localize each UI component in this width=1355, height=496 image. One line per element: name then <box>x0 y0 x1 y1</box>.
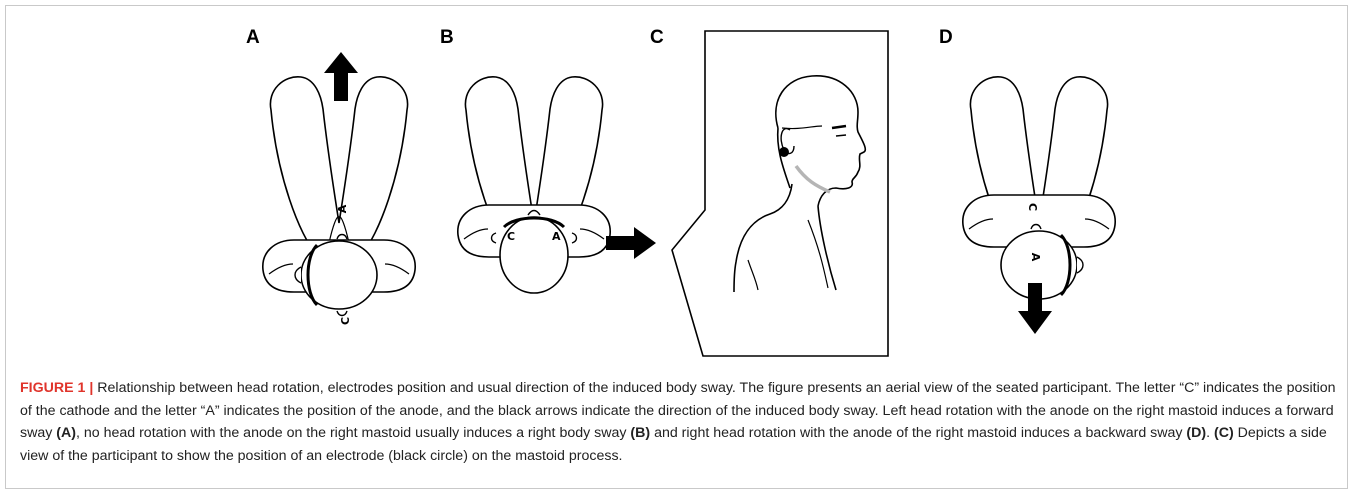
caption-ref-a: (A) <box>56 425 76 441</box>
electrode-label-b-cathode: C <box>507 230 515 243</box>
electrode-label-b-anode: A <box>552 230 561 243</box>
caption-ref-b: (B) <box>630 425 650 441</box>
arrow-right-icon <box>606 227 656 259</box>
caption-ref-c: (C) <box>1214 425 1234 441</box>
caption-text: . <box>1206 425 1214 441</box>
caption-ref-d: (D) <box>1186 425 1206 441</box>
panel-a-drawing: A C <box>263 77 415 325</box>
electrode-label-a-cathode: C <box>339 317 352 325</box>
electrode-label-a-anode: A <box>336 204 349 213</box>
electrode-label-d-anode: A <box>1029 253 1042 262</box>
figure-caption: FIGURE 1 | Relationship between head rot… <box>20 377 1338 467</box>
caption-text: and right head rotation with the anode o… <box>650 425 1186 441</box>
panel-b-drawing: C A <box>458 77 610 293</box>
electrode-dot <box>779 147 789 157</box>
electrode-label-d-cathode: C <box>1026 203 1039 211</box>
caption-text: , no head rotation with the anode on the… <box>76 425 630 441</box>
arrow-up-icon <box>324 52 358 101</box>
figure-illustration: A C C A <box>0 0 1355 375</box>
panel-d-drawing: C A <box>963 77 1115 306</box>
caption-figure-label: FIGURE 1 | <box>20 380 93 396</box>
panel-c-drawing <box>672 31 888 356</box>
